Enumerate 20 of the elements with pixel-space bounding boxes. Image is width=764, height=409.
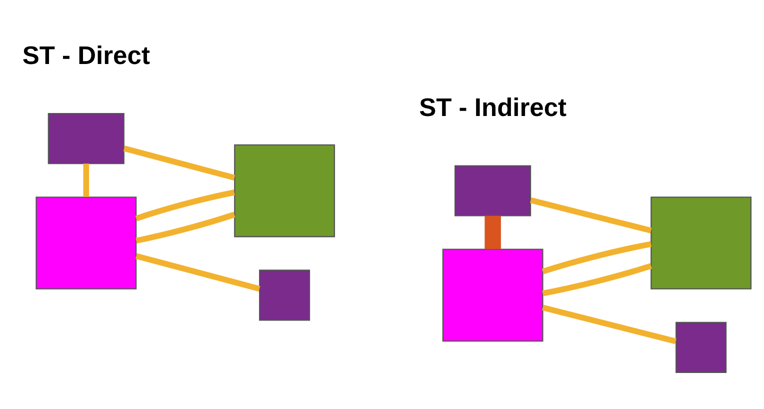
label: ST - Direct bbox=[22, 41, 150, 70]
connector bbox=[136, 211, 236, 243]
label: ST - Indirect bbox=[419, 94, 567, 122]
node-box bbox=[650, 196, 752, 289]
node-box bbox=[48, 112, 124, 164]
node-box bbox=[259, 269, 310, 320]
connector bbox=[484, 215, 501, 249]
node-box bbox=[442, 248, 544, 342]
connector bbox=[135, 189, 235, 221]
connector bbox=[136, 252, 260, 292]
connector bbox=[542, 240, 652, 274]
node-box bbox=[36, 196, 137, 289]
connector bbox=[542, 262, 652, 296]
node-box bbox=[454, 164, 532, 216]
connector bbox=[542, 304, 676, 344]
connector bbox=[530, 196, 652, 233]
node-box bbox=[234, 144, 335, 237]
connector bbox=[83, 163, 90, 196]
node-box bbox=[676, 321, 727, 372]
connector bbox=[123, 145, 236, 180]
